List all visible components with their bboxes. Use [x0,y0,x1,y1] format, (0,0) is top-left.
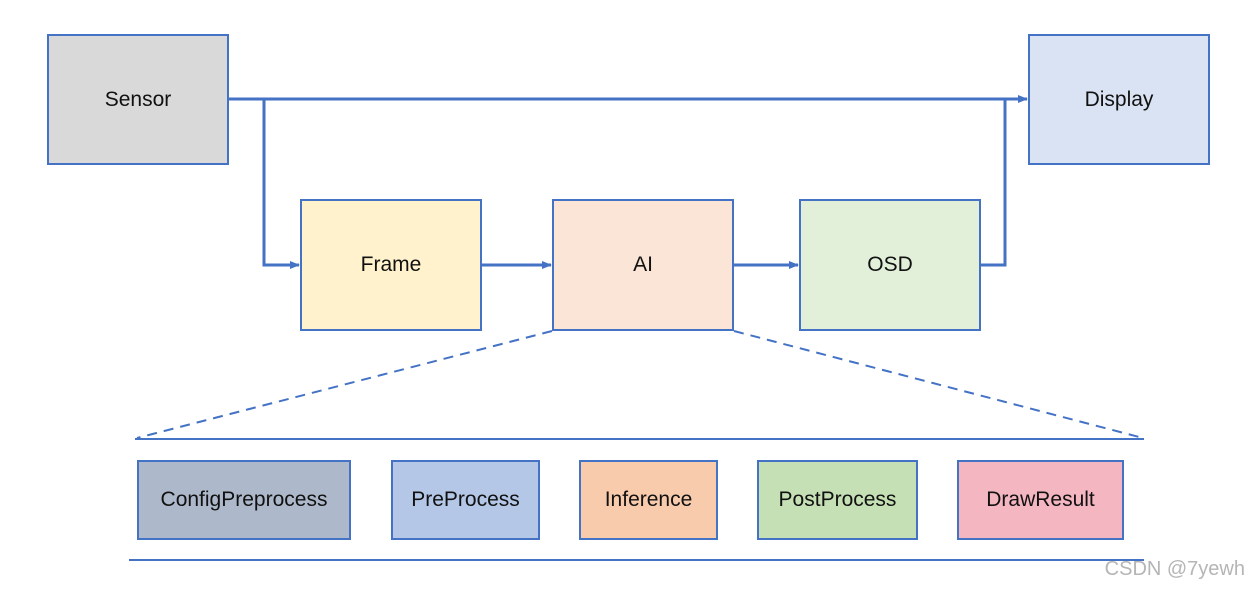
step-label: Inference [604,488,693,511]
draw-result-step: DrawResult [957,460,1124,540]
inference-step: Inference [579,460,718,540]
sensor-label: Sensor [104,87,172,111]
ai-label: AI [633,253,653,276]
watermark: CSDN @7yewh [1104,558,1245,580]
osd-block: OSD [799,199,981,331]
sensor-block: Sensor [47,34,229,165]
step-label: PostProcess [778,488,897,511]
zoom-line-left [136,330,553,439]
display-label: Display [1084,87,1154,111]
step-label: ConfigPreprocess [160,488,328,511]
preprocess-step: PreProcess [391,460,540,540]
step-label: DrawResult [986,488,1095,511]
config-preprocess-step: ConfigPreprocess [137,460,351,540]
zoom-line-right [733,330,1144,439]
frame-label: Frame [360,253,422,276]
ai-block: AI [552,199,734,331]
osd-label: OSD [867,253,913,276]
postprocess-step: PostProcess [757,460,918,540]
osd-to-display-line [981,99,1007,267]
sensor-to-frame-arrow [262,99,300,269]
frame-block: Frame [300,199,482,331]
display-block: Display [1028,34,1210,165]
step-label: PreProcess [411,488,520,511]
